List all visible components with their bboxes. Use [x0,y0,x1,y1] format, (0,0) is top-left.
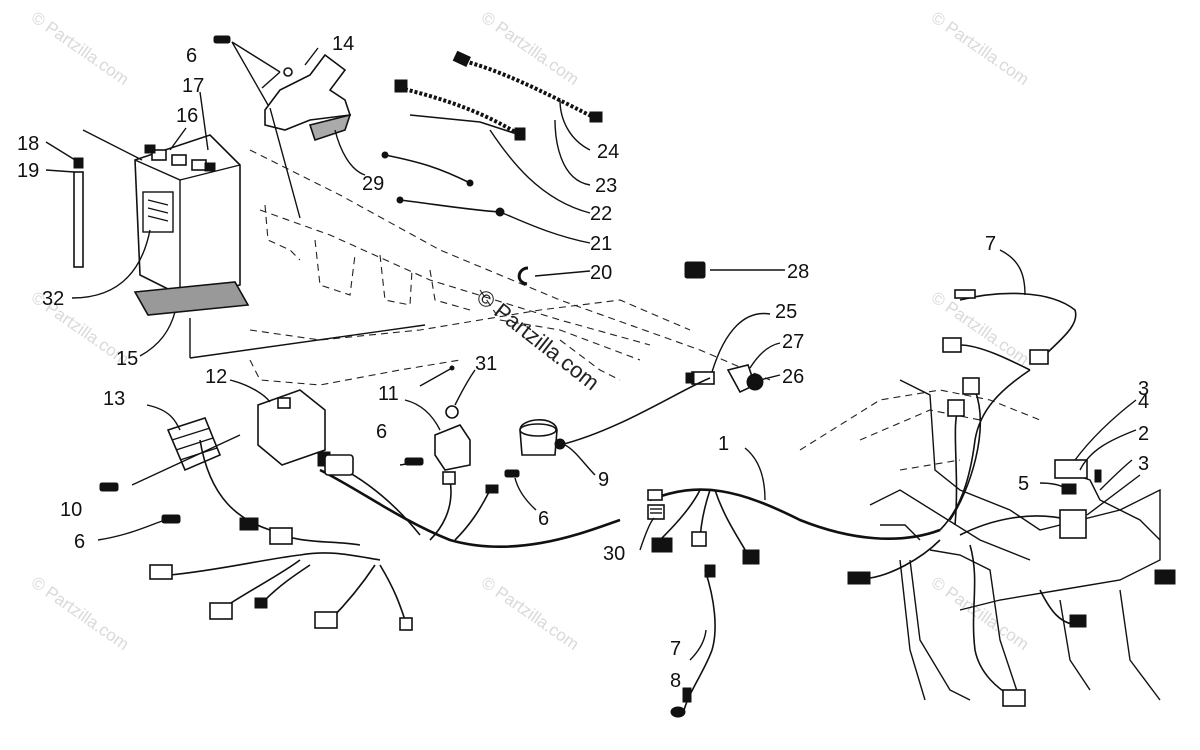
callout-3: 3 [1138,453,1149,475]
callout-22: 22 [590,203,612,225]
watermark: © Partzilla.com [928,288,1033,369]
watermark: © Partzilla.com [478,573,583,654]
callout-19: 19 [17,160,39,182]
battery-cables [381,50,603,217]
callout-20: 20 [590,262,612,284]
callout-7: 7 [985,233,996,255]
callout-21: 21 [590,233,612,255]
wiring-harness [169,292,1081,711]
callout-6: 6 [376,421,387,443]
callout-16: 16 [176,105,198,127]
spark-plug-cap [726,364,764,394]
callout-9: 9 [598,469,609,491]
watermark: © Partzilla.com [28,8,133,89]
callout-11: 11 [378,383,399,405]
harness-label-tag [647,489,665,520]
battery [134,134,241,296]
frame-outline [249,149,1041,471]
battery-hold-lines [82,107,426,359]
fasteners [99,35,1102,524]
cap-connector [685,371,715,385]
rear-frame [869,379,1161,701]
callout-26: 26 [782,366,804,388]
callout-6: 6 [74,531,85,553]
callout-1: 1 [718,433,729,455]
battery-bracket [231,41,352,142]
callout-28: 28 [787,261,809,283]
solenoid [434,405,471,471]
watermark: © Partzilla.com [28,573,133,654]
callout-2: 2 [1138,423,1149,445]
watermark: © Partzilla.com [928,8,1033,89]
callout-4: 4 [1138,391,1149,413]
battery-pad [133,281,250,316]
watermark: © Partzilla.com [478,8,583,89]
callout-32: 32 [42,288,64,310]
callout-5: 5 [1018,473,1029,495]
callout-17: 17 [182,75,204,97]
callout-15: 15 [116,348,138,370]
callout-13: 13 [103,388,125,410]
callout-29: 29 [362,173,384,195]
callout-23: 23 [595,175,617,197]
callout-27: 27 [782,331,804,353]
callout-14: 14 [332,33,354,55]
connector-28 [684,261,706,279]
ignition-coil [519,419,566,456]
callout-6: 6 [538,508,549,530]
vent-tube [73,157,84,268]
watermark: © Partzilla.com [928,573,1033,654]
connectors [149,289,1176,718]
callout-24: 24 [597,141,619,163]
callout-6: 6 [186,45,197,67]
callout-25: 25 [775,301,797,323]
callout-12: 12 [205,366,227,388]
callout-18: 18 [17,133,39,155]
leader-lines [45,47,1141,661]
callout-8: 8 [670,670,681,692]
callout-7: 7 [670,638,681,660]
center-watermark: © Partzilla.com [472,284,604,395]
callout-30: 30 [603,543,625,565]
regulator [166,417,222,472]
callout-3: 3 [1138,378,1149,400]
clip-part [517,266,529,286]
callout-31: 31 [475,353,497,375]
callout-labels: 1 2 3 3 4 5 6 6 6 6 7 7 8 9 10 11 12 13 … [17,33,1149,692]
callout-10: 10 [60,499,82,521]
